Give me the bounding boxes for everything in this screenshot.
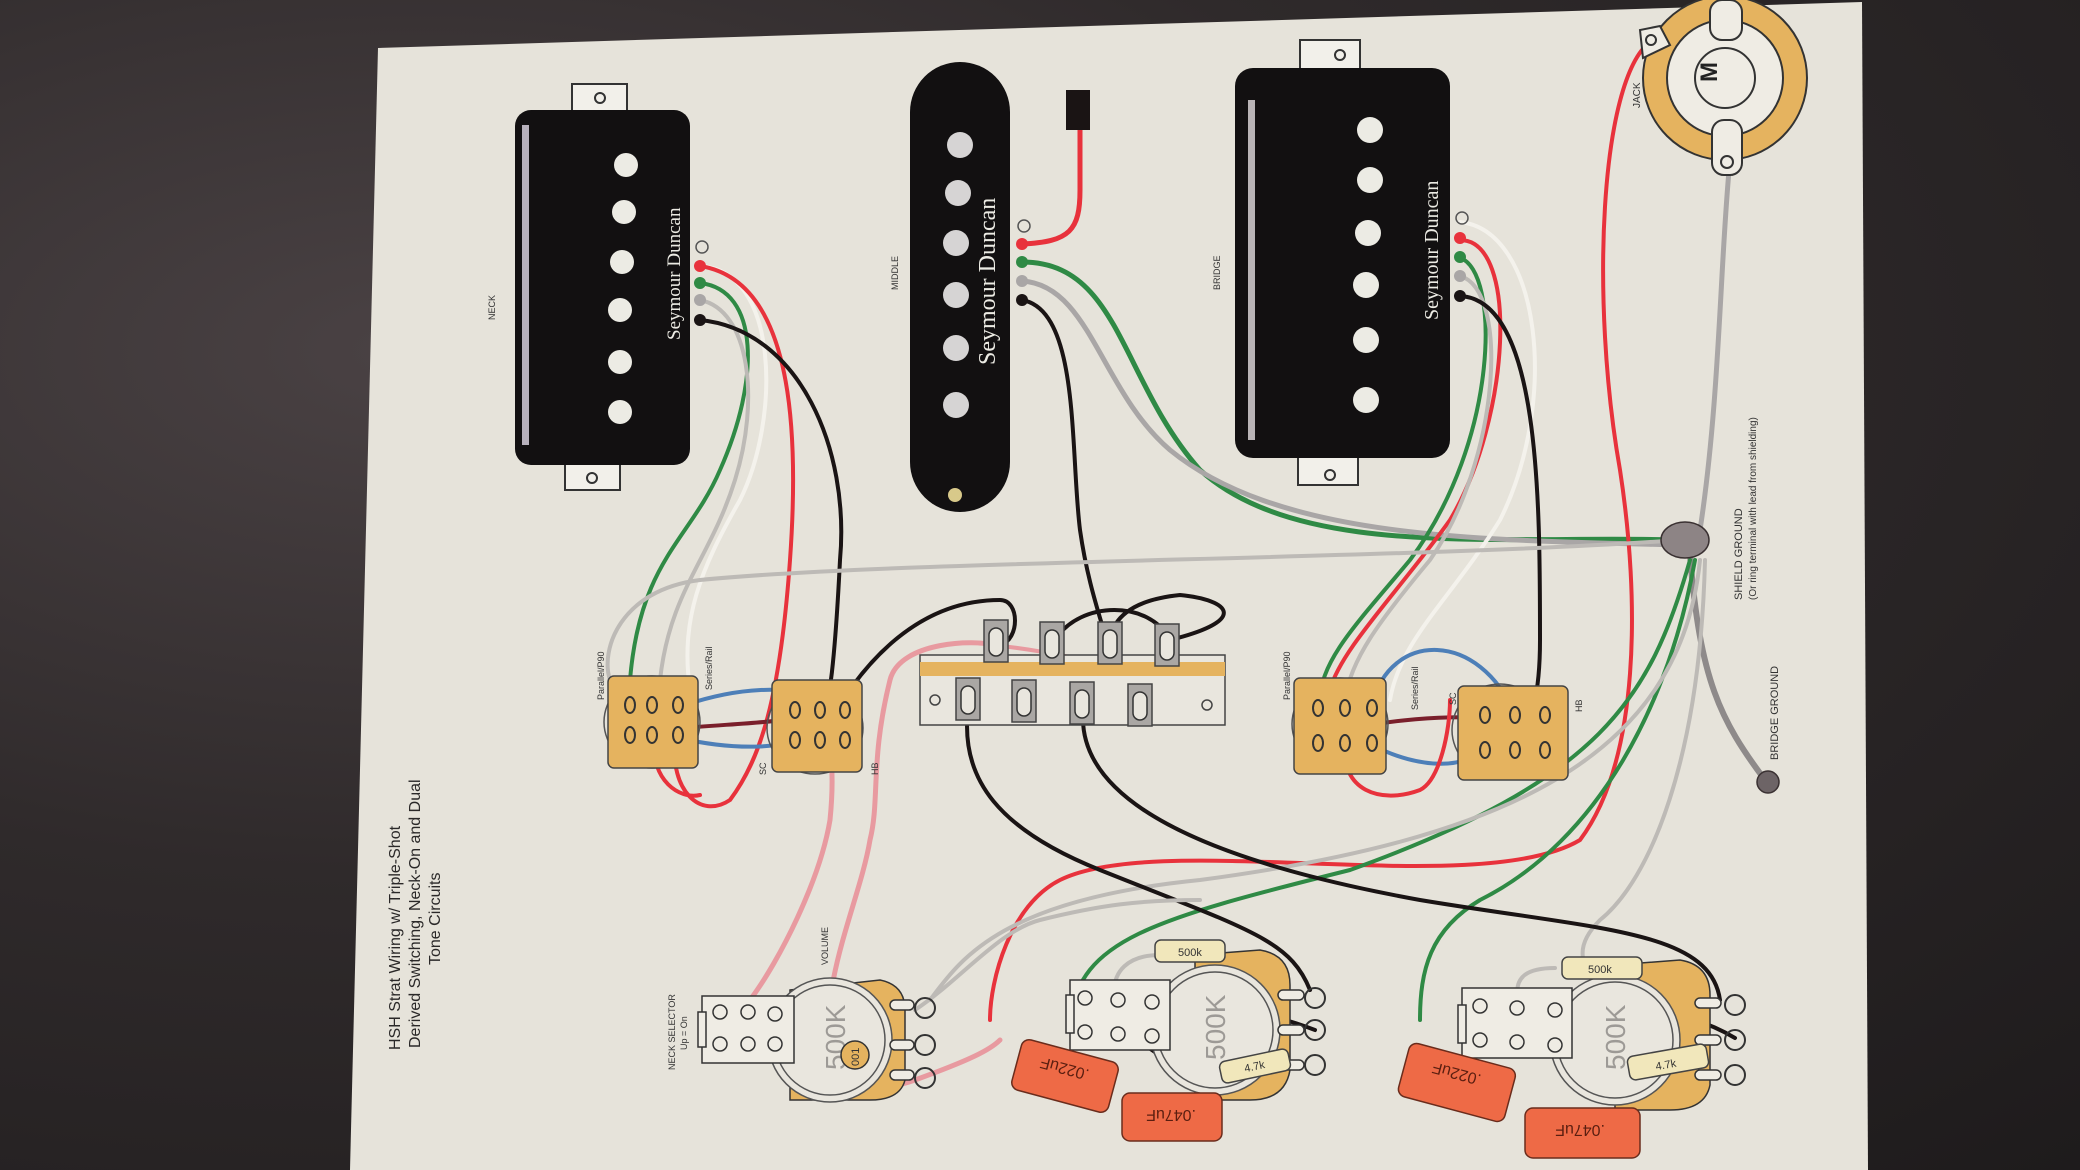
volume-label: VOLUME bbox=[820, 927, 830, 965]
tone1-cap-047 bbox=[1121, 1092, 1223, 1142]
wire-neck-green bbox=[628, 281, 750, 682]
wire-jack-ground bbox=[1697, 157, 1733, 533]
shield-ground-label: SHIELD GROUND bbox=[1733, 508, 1745, 600]
title-line-1: HSH Strat Wiring w/ Triple-Shot bbox=[387, 825, 404, 1050]
tone-circuit-1: 500K 500k 4.7k .022uF .047uF bbox=[1011, 939, 1326, 1142]
jack-label: JACK bbox=[1632, 82, 1643, 108]
wire-mid-gray bbox=[1019, 278, 1683, 548]
neck-triple-shot: Parallel/P90 Series/Rail SC HB bbox=[596, 646, 880, 775]
middle-lead-connector bbox=[1066, 90, 1090, 130]
bridge-triple-shot: Parallel/P90 Series/Rail SC HB bbox=[1282, 651, 1584, 781]
middle-label: MIDDLE bbox=[890, 256, 900, 290]
volume-cap-value: 001 bbox=[850, 1048, 862, 1066]
title-line-2: Derived Switching, Neck-On and Dual bbox=[407, 779, 424, 1048]
tone1-cap-022 bbox=[1011, 1038, 1119, 1114]
neck-selector-switch bbox=[697, 995, 795, 1064]
bridge-ts-hb-label: HB bbox=[1574, 699, 1584, 712]
bridge-ground-label: BRIDGE GROUND bbox=[1769, 666, 1781, 760]
neck-selector-label: NECK SELECTOR bbox=[667, 994, 677, 1070]
tone2-pot-value: 500K bbox=[1600, 1004, 1631, 1070]
diagram-title: HSH Strat Wiring w/ Triple-Shot Derived … bbox=[387, 779, 444, 1050]
wire-ground-tone2-green bbox=[1418, 558, 1697, 1022]
tone2-resistor-4k7 bbox=[1626, 1043, 1710, 1081]
wire-neck-red bbox=[672, 264, 796, 809]
tone1-pot-value: 500K bbox=[1200, 994, 1231, 1060]
neck-ts-series-label: Series/Rail bbox=[704, 646, 714, 690]
tone1-resistor-4k7 bbox=[1218, 1048, 1292, 1084]
output-jack: M JACK bbox=[1632, 0, 1808, 176]
bridge-ground-point bbox=[1756, 770, 1780, 794]
middle-pickup: Seymour Duncan MIDDLE bbox=[890, 62, 1090, 512]
bridge-ts-series-label: Series/Rail bbox=[1410, 666, 1420, 710]
bridge-mount-tab-top bbox=[1299, 39, 1361, 71]
middle-lead-terminals bbox=[1016, 219, 1031, 306]
tone1-cap2-value: .047uF bbox=[1146, 1106, 1196, 1123]
neck-ts-hb-label: HB bbox=[870, 762, 880, 775]
tone1-resistor-500k bbox=[1154, 939, 1226, 963]
wire-neck-bare bbox=[685, 264, 769, 692]
grounds: SHIELD GROUND (Or ring terminal with lea… bbox=[1660, 417, 1781, 794]
tone2-cap-047 bbox=[1524, 1107, 1641, 1159]
neck-mount-tab-top bbox=[571, 83, 628, 115]
neck-ts-parallel-label: Parallel/P90 bbox=[596, 651, 606, 700]
wire-ground-vol bbox=[928, 558, 1702, 1002]
bridge-pickup-body bbox=[1235, 68, 1450, 458]
shield-ground-note: (Or ring terminal with lead from shieldi… bbox=[1748, 417, 1759, 600]
wire-ground-tone1-green bbox=[1068, 558, 1692, 1022]
wire-switch-black-4 bbox=[1080, 713, 1722, 1002]
neck-selector-note: Up = On bbox=[679, 1016, 689, 1050]
wire-vol-gray bbox=[913, 898, 1202, 1012]
neck-pickup: Seymour Duncan NECK bbox=[487, 83, 709, 491]
bridge-lead-terminals bbox=[1454, 211, 1469, 302]
neck-pickup-body bbox=[515, 110, 690, 465]
neck-label: NECK bbox=[487, 295, 497, 320]
tone2-resistor-top-value: 500k bbox=[1588, 964, 1612, 976]
bridge-pole-pieces bbox=[1353, 117, 1383, 413]
tone1-resistor-side-value: 4.7k bbox=[1243, 1059, 1266, 1075]
wire-switch-black-3 bbox=[965, 708, 1312, 992]
bridge-brand-logo: Seymour Duncan bbox=[1421, 181, 1443, 320]
middle-mount-screw bbox=[948, 488, 962, 502]
wire-jack-hot bbox=[988, 40, 1652, 1022]
tone1-resistor-top-value: 500k bbox=[1178, 947, 1202, 959]
neck-lead-terminals bbox=[694, 240, 709, 326]
shield-ground-lug bbox=[1660, 521, 1710, 559]
neck-pole-pieces bbox=[608, 153, 638, 424]
wire-bridge-bare bbox=[1388, 220, 1537, 702]
tone2-cap2-value: .047uF bbox=[1555, 1121, 1605, 1138]
bridge-ts-sc-label: SC bbox=[1448, 692, 1458, 705]
tone2-resistor-500k bbox=[1561, 956, 1643, 980]
tone-circuit-2: 500K 500k 4.7k .022uF .047uF bbox=[1397, 956, 1746, 1159]
five-way-switch bbox=[919, 619, 1226, 727]
bridge-label: BRIDGE bbox=[1212, 255, 1222, 290]
volume-control: 500K 001 VOLUME NECK SELECTOR Up = On bbox=[667, 927, 936, 1103]
tone2-resistor-side-value: 4.7k bbox=[1655, 1058, 1678, 1074]
neck-brand-logo: Seymour Duncan bbox=[664, 207, 685, 340]
bridge-pickup: Seymour Duncan BRIDGE bbox=[1212, 39, 1469, 486]
paper bbox=[350, 2, 1868, 1170]
jack-symbol: M bbox=[1696, 62, 1723, 82]
volume-treble-bleed-cap bbox=[840, 1040, 870, 1070]
middle-pole-pieces bbox=[943, 132, 973, 418]
wire-ground-to-neck bbox=[605, 538, 1682, 682]
wire-bridge-ts-red bbox=[1342, 698, 1452, 798]
middle-brand-logo: Seymour Duncan bbox=[975, 198, 1001, 365]
bridge-ts-parallel-label: Parallel/P90 bbox=[1282, 651, 1292, 700]
tone2-cap-022 bbox=[1397, 1042, 1517, 1123]
title-line-3: Tone Circuits bbox=[427, 873, 444, 965]
neck-ts-sc-label: SC bbox=[758, 762, 768, 775]
wire-bridge-gray bbox=[1343, 274, 1494, 702]
wire-mid-red bbox=[1019, 117, 1083, 247]
